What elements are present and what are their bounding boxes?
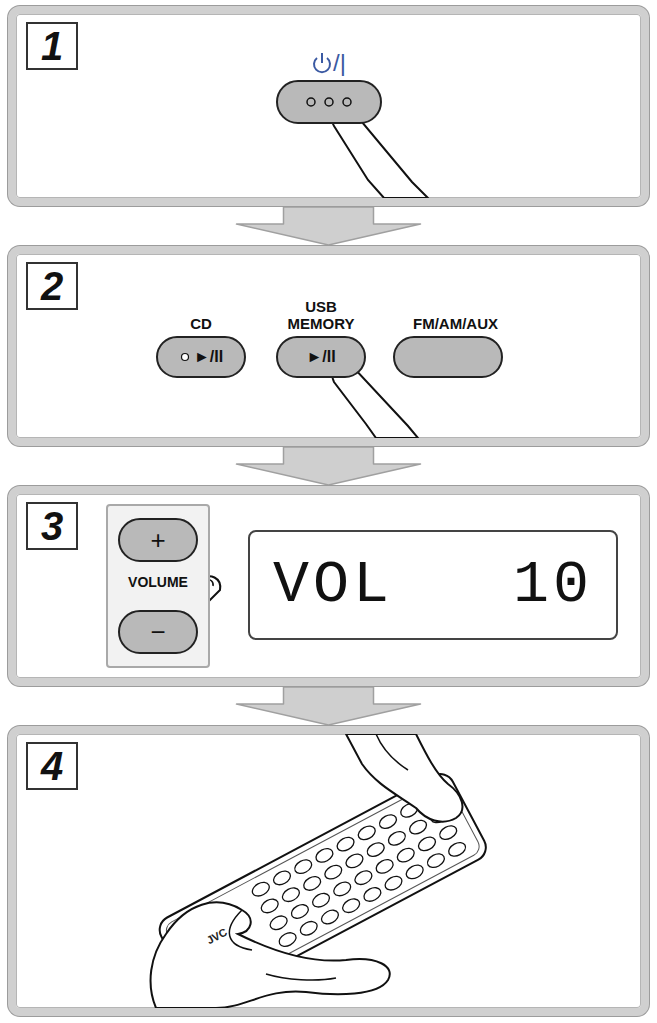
remote-key xyxy=(298,919,320,938)
remote-key xyxy=(425,851,447,870)
power-symbol-text: /| xyxy=(333,50,346,76)
volume-label: VOLUME xyxy=(128,574,188,590)
remote-key xyxy=(365,840,387,859)
remote-key xyxy=(335,835,357,854)
volume-down-button: − xyxy=(118,610,198,654)
step-arrow xyxy=(237,687,421,725)
remote-key xyxy=(250,880,272,899)
usb-button: USB MEMORY ►/II xyxy=(271,278,371,378)
remote-key xyxy=(395,846,417,865)
volume-sign: + xyxy=(150,525,165,556)
remote-key xyxy=(277,930,299,949)
lcd-readout: VOL 10 xyxy=(273,551,593,619)
step-panel: 1 /| xyxy=(8,6,649,206)
button-pill: ►/II xyxy=(156,336,246,378)
indicator-lamp xyxy=(179,351,191,363)
power-label: /| xyxy=(311,50,346,76)
radio-button: FM/AM/AUX xyxy=(388,278,508,378)
indicator-dot xyxy=(343,98,351,106)
step-number: 1 xyxy=(41,26,63,66)
indicator-dot xyxy=(307,98,315,106)
remote-key xyxy=(404,862,426,881)
remote-key xyxy=(289,902,311,921)
step-arrow xyxy=(237,447,421,485)
step-number-box: 4 xyxy=(26,742,78,790)
step-panel: 4JVC xyxy=(8,726,649,1016)
volume-group: VOLUME + − xyxy=(106,504,210,668)
remote-key xyxy=(362,885,384,904)
remote-key xyxy=(280,885,302,904)
step-number-box: 2 xyxy=(26,262,78,310)
volume-sign: − xyxy=(150,617,165,648)
power-pill xyxy=(276,80,382,124)
play-pause-symbol: ►/II xyxy=(306,348,335,366)
power-button: /| xyxy=(271,34,386,124)
remote-key xyxy=(356,823,378,842)
remote-key xyxy=(353,868,375,887)
remote-key xyxy=(314,846,336,865)
lcd-display: VOL 10 xyxy=(248,530,618,640)
remote-key xyxy=(271,868,293,887)
step-number: 3 xyxy=(41,506,63,546)
upper-hand xyxy=(346,734,462,822)
indicator-dots xyxy=(299,95,359,109)
indicator-dot xyxy=(325,98,333,106)
remote-key xyxy=(310,891,332,910)
button-pill xyxy=(393,336,503,378)
remote-key xyxy=(340,896,362,915)
lower-hand xyxy=(151,902,390,1008)
step-number: 4 xyxy=(41,746,63,786)
remote-key xyxy=(416,834,438,853)
remote-key xyxy=(323,863,345,882)
finger-line xyxy=(266,974,336,980)
remote-key xyxy=(407,818,429,837)
volume-label-row: VOLUME xyxy=(108,574,208,590)
button-label: CD xyxy=(190,316,212,333)
remote-key xyxy=(374,857,396,876)
play-pause-symbol: ►/II xyxy=(194,348,223,366)
power-icon xyxy=(311,51,333,75)
button-label: USB MEMORY xyxy=(286,299,356,332)
remote-key xyxy=(344,851,366,870)
button-label: FM/AM/AUX xyxy=(413,316,483,333)
volume-up-button: + xyxy=(118,518,198,562)
remote-key xyxy=(437,823,459,842)
button-pill: ►/II xyxy=(276,336,366,378)
step-panel: 2CD ►/II USB MEMORY ►/II FM/AM/AUX xyxy=(8,246,649,446)
remote-key xyxy=(386,829,408,848)
cd-button: CD ►/II xyxy=(151,278,251,378)
step-number: 2 xyxy=(41,266,63,306)
remote-key xyxy=(268,913,290,932)
remote-key xyxy=(319,907,341,926)
remote-key xyxy=(383,874,405,893)
step-panel: 3VOLUME + − VOL 10 xyxy=(8,486,649,686)
remote-key xyxy=(446,840,468,859)
step-arrow xyxy=(237,207,421,245)
lamp-circle xyxy=(181,354,188,361)
step-number-box: 1 xyxy=(26,22,78,70)
remote-key xyxy=(259,896,281,915)
step-number-box: 3 xyxy=(26,502,78,550)
remote-key xyxy=(331,879,353,898)
remote-key xyxy=(292,857,314,876)
remote-and-hands-illustration xyxy=(16,734,641,1008)
power-bar xyxy=(321,53,323,63)
remote-key xyxy=(377,812,399,831)
thumb-line xyxy=(229,910,252,950)
hand-line xyxy=(376,734,408,770)
remote-key xyxy=(301,874,323,893)
